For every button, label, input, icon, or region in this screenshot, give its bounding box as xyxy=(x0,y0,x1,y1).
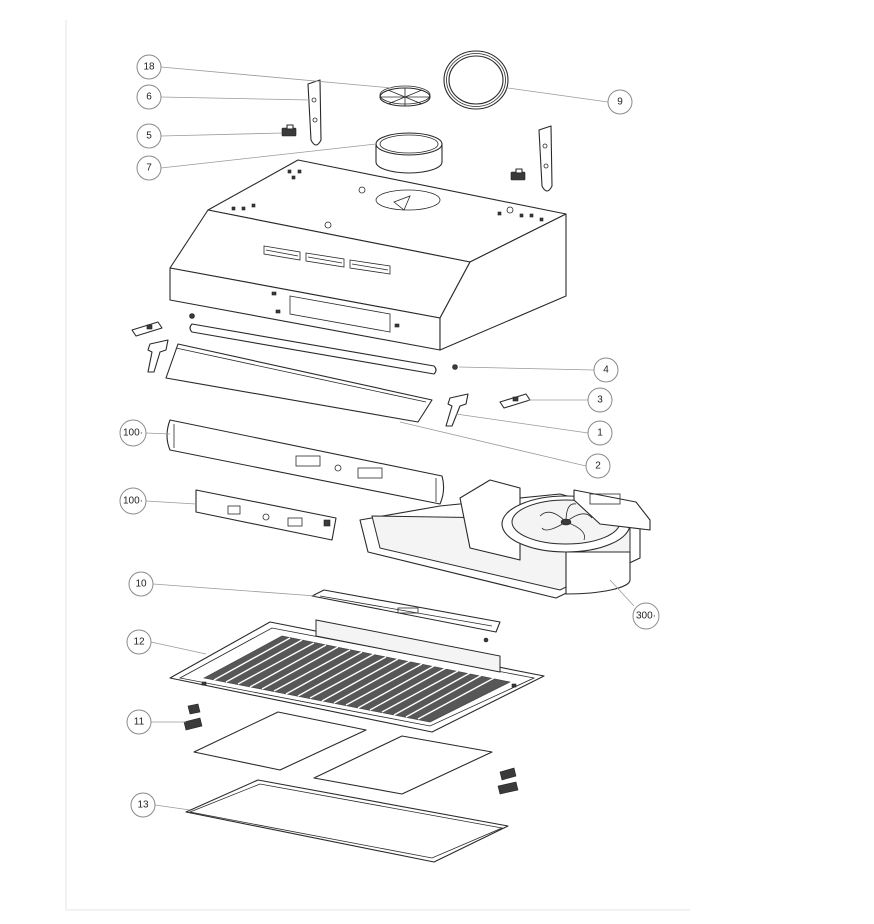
callout-label: 2 xyxy=(595,461,601,472)
callout-label: 18 xyxy=(143,62,155,73)
part-2-visor-panel xyxy=(165,343,433,423)
callout-label: 11 xyxy=(134,717,145,728)
callout-5: 5 xyxy=(136,123,162,149)
part-11-clip-right-lower xyxy=(497,781,519,795)
callout-100-front-panel: 100· xyxy=(119,419,147,447)
callout-9: 9 xyxy=(607,89,633,115)
callout-label: 100· xyxy=(123,428,143,439)
callout-6: 6 xyxy=(136,84,162,110)
callout-label: 100· xyxy=(123,496,143,507)
hood-body xyxy=(169,159,567,351)
fan-wheel xyxy=(539,503,593,541)
callout-7: 7 xyxy=(136,155,162,181)
part-4-screw xyxy=(452,364,458,370)
leader-lines xyxy=(145,66,635,811)
part-11-clip-upper xyxy=(187,703,201,715)
part-13-filter-sheet xyxy=(185,779,509,863)
part-6-wall-bracket-right xyxy=(538,125,553,192)
part-7-outlet-collar xyxy=(375,132,443,174)
callout-13: 13 xyxy=(130,792,156,818)
part-3-end-cap-left xyxy=(131,321,163,337)
front-rod xyxy=(189,323,437,375)
part-5-clip-left xyxy=(281,124,297,137)
callout-label: 300· xyxy=(636,611,656,622)
callout-10: 10 xyxy=(128,571,154,597)
part-1-lever-right xyxy=(445,393,469,427)
carbon-filter-left xyxy=(193,711,367,771)
part-9-ring-gasket xyxy=(443,50,509,110)
callout-label: 9 xyxy=(617,97,623,108)
callout-label: 13 xyxy=(137,800,149,811)
callout-11: 11 xyxy=(126,709,152,735)
part-5-clip-right xyxy=(510,168,526,181)
part-10-switch-bracket xyxy=(311,589,501,643)
part-18-flap-valve xyxy=(379,85,431,107)
callout-label: 10 xyxy=(135,579,147,590)
callout-1: 1 xyxy=(587,420,613,446)
callout-2: 2 xyxy=(585,453,611,479)
callout-3: 3 xyxy=(587,387,613,413)
callout-label: 1 xyxy=(597,428,603,439)
callout-100-control-board: 100· xyxy=(119,487,147,515)
part-12-filter-frame xyxy=(169,619,545,733)
callout-label: 3 xyxy=(597,395,603,406)
carbon-filter-right xyxy=(313,735,493,795)
callout-label: 5 xyxy=(146,131,152,142)
part-1-lever-left xyxy=(147,339,169,373)
callout-18: 18 xyxy=(136,54,162,80)
callout-label: 6 xyxy=(146,92,152,103)
callout-12: 12 xyxy=(126,629,152,655)
callout-label: 7 xyxy=(146,163,152,174)
callout-300: 300· xyxy=(632,602,660,630)
part-11-clip-right-upper xyxy=(499,767,517,781)
part-6-wall-bracket-left xyxy=(307,79,322,146)
filter-mesh-lines xyxy=(213,637,495,720)
callout-4: 4 xyxy=(593,357,619,383)
screw-small xyxy=(189,313,195,319)
part-100-control-board xyxy=(195,489,337,541)
part-3-end-cap-right xyxy=(499,393,531,409)
part-100-front-panel xyxy=(166,419,445,505)
callout-label: 4 xyxy=(603,365,609,376)
part-11-clip-lower xyxy=(183,717,203,731)
part-300-motor-blower xyxy=(359,479,651,599)
callout-label: 12 xyxy=(133,637,145,648)
